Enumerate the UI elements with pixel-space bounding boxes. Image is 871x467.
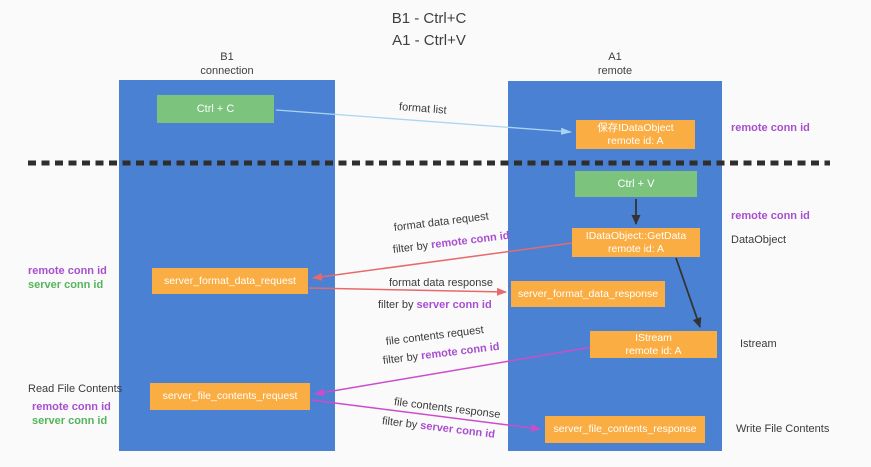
node-server-format-data-request: server_format_data_request xyxy=(152,268,308,294)
edge-label-filter-server-1: filter by server conn id xyxy=(378,299,492,312)
title-line-b1: B1 - Ctrl+C xyxy=(391,10,467,27)
side-label-server-conn-id-left1: server conn id xyxy=(28,279,104,291)
node-server-format-data-response-label: server_format_data_response xyxy=(517,287,659,300)
side-label-write-file-contents: Write File Contents xyxy=(736,423,830,435)
title-line-a1: A1 - Ctrl+V xyxy=(392,32,466,49)
node-save-idataobject: 保存IDataObject remote id: A xyxy=(576,120,695,149)
node-server-file-contents-response-label: server_file_contents_response xyxy=(553,423,697,435)
remote-conn-id-highlight: remote conn id xyxy=(420,340,501,363)
server-conn-id-highlight: server conn id xyxy=(416,299,492,311)
server-conn-id-highlight: server conn id xyxy=(419,419,496,441)
side-label-read-file-contents: Read File Contents xyxy=(28,383,123,395)
lane-header-a1: A1 remote xyxy=(508,50,722,78)
lane-b1-title: B1 xyxy=(220,51,234,63)
filter-by-text: filter by xyxy=(381,415,422,432)
side-label-remote-conn-id-top: remote conn id xyxy=(731,122,810,134)
node-getdata-line1: IDataObject::GetData xyxy=(585,229,687,242)
lane-b1-subtitle: connection xyxy=(200,65,254,77)
edge-label-format-data-request: format data request xyxy=(393,210,490,234)
page-title: B1 - Ctrl+C A1 - Ctrl+V xyxy=(0,8,858,52)
node-ctrl-c: Ctrl + C xyxy=(157,95,274,123)
node-getdata-line2: remote id: A xyxy=(607,242,665,255)
node-server-file-contents-response: server_file_contents_response xyxy=(545,416,705,443)
filter-by-text: filter by xyxy=(378,299,417,311)
node-server-file-contents-request: server_file_contents_request xyxy=(150,383,310,410)
node-ctrl-v: Ctrl + V xyxy=(575,171,697,197)
node-ctrl-v-label: Ctrl + V xyxy=(617,177,655,190)
node-save-idataobject-line2: remote id: A xyxy=(607,134,664,147)
lane-a1-subtitle: remote xyxy=(597,65,633,77)
node-istream-line1: IStream xyxy=(635,331,672,344)
node-save-idataobject-line1: 保存IDataObject xyxy=(597,121,674,134)
filter-by-text: filter by xyxy=(392,239,432,256)
side-label-istream: Istream xyxy=(740,338,777,350)
side-label-dataobject: DataObject xyxy=(731,234,787,246)
lane-a1-title: A1 xyxy=(608,51,622,63)
node-istream: IStream remote id: A xyxy=(590,331,717,358)
node-server-format-data-response: server_format_data_response xyxy=(511,281,665,307)
lane-header-b1: B1 connection xyxy=(119,50,335,78)
edge-label-filter-remote-1: filter by remote conn id xyxy=(392,230,510,257)
node-idataobject-getdata: IDataObject::GetData remote id: A xyxy=(572,228,700,257)
node-ctrl-c-label: Ctrl + C xyxy=(196,102,235,115)
filter-by-text: filter by xyxy=(382,350,422,367)
node-server-file-contents-request-label: server_file_contents_request xyxy=(162,390,298,402)
side-label-remote-conn-id-left1: remote conn id xyxy=(28,265,107,277)
side-label-remote-conn-id-left2: remote conn id xyxy=(32,401,111,413)
edge-label-format-data-response: format data response xyxy=(389,277,493,289)
remote-conn-id-highlight: remote conn id xyxy=(430,229,511,252)
node-server-format-data-request-label: server_format_data_request xyxy=(164,274,296,287)
side-label-remote-conn-id-dataobject: remote conn id xyxy=(731,210,810,222)
edge-label-format-list: format list xyxy=(398,101,448,117)
side-label-server-conn-id-left2: server conn id xyxy=(32,415,108,427)
node-istream-line2: remote id: A xyxy=(625,344,682,357)
